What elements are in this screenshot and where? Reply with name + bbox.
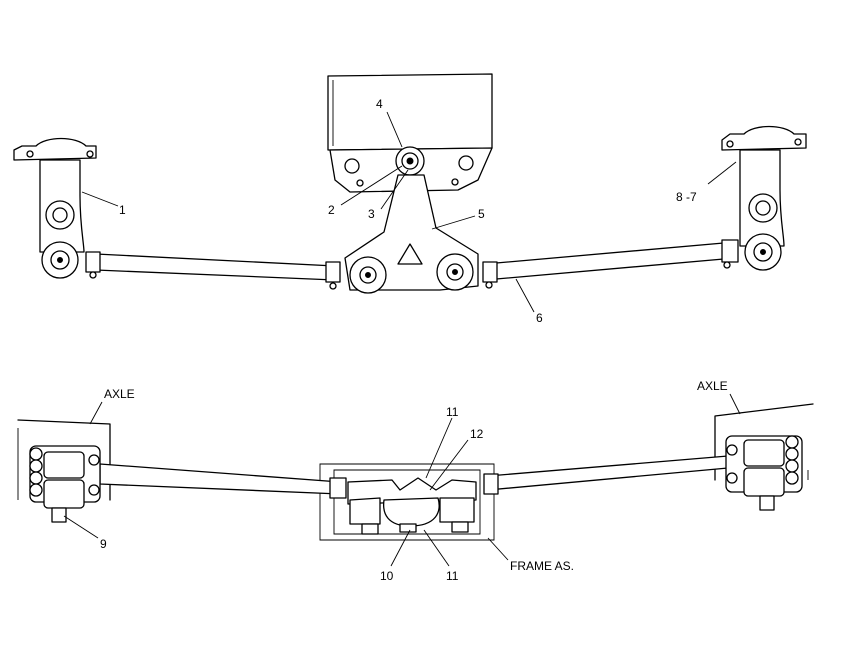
svg-text:4: 4 — [376, 97, 383, 111]
right-steering-arm — [721, 125, 807, 271]
svg-text:AXLE: AXLE — [104, 387, 135, 401]
svg-text:8 -7: 8 -7 — [676, 190, 697, 204]
callout-2: 2 — [328, 165, 403, 217]
svg-text:11: 11 — [446, 405, 459, 419]
svg-text:FRAME AS.: FRAME AS. — [510, 559, 574, 573]
callout-9: 9 — [63, 515, 107, 551]
callout-1: 1 — [81, 191, 126, 217]
bottom-center-bellcrank — [347, 477, 477, 535]
svg-text:2: 2 — [328, 203, 335, 217]
left-steering-arm — [13, 137, 97, 279]
callout-4: 4 — [376, 97, 403, 148]
callout-10: 10 — [380, 529, 411, 583]
svg-text:12: 12 — [470, 427, 484, 441]
callout-11-bottom: 11 — [423, 529, 459, 583]
svg-text:10: 10 — [380, 569, 394, 583]
svg-text:11: 11 — [446, 569, 459, 583]
frame-label: FRAME AS. — [487, 537, 574, 573]
bottom-right-tie-rod — [483, 455, 729, 495]
frame-plate — [319, 463, 495, 541]
left-tie-rod — [85, 251, 341, 290]
axle-label-right: AXLE — [697, 379, 741, 415]
svg-text:5: 5 — [478, 207, 485, 221]
callout-3: 3 — [368, 169, 409, 221]
svg-text:9: 9 — [100, 537, 107, 551]
pivot-bolt — [395, 146, 425, 176]
center-ball-joints — [349, 253, 474, 294]
svg-text:1: 1 — [119, 203, 126, 217]
callout-5: 5 — [431, 207, 485, 230]
callout-6: 6 — [515, 278, 543, 325]
bottom-right-joint — [725, 435, 803, 511]
bottom-left-joint — [29, 445, 101, 523]
axle-label-left: AXLE — [89, 387, 135, 425]
svg-text:3: 3 — [368, 207, 375, 221]
svg-text:6: 6 — [536, 311, 543, 325]
right-tie-rod — [482, 239, 739, 289]
svg-text:AXLE: AXLE — [697, 379, 728, 393]
callout-8-7: 8 -7 — [676, 161, 737, 204]
bottom-left-tie-rod — [99, 463, 347, 499]
callout-12: 12 — [429, 427, 484, 491]
callout-11-top: 11 — [425, 405, 459, 479]
